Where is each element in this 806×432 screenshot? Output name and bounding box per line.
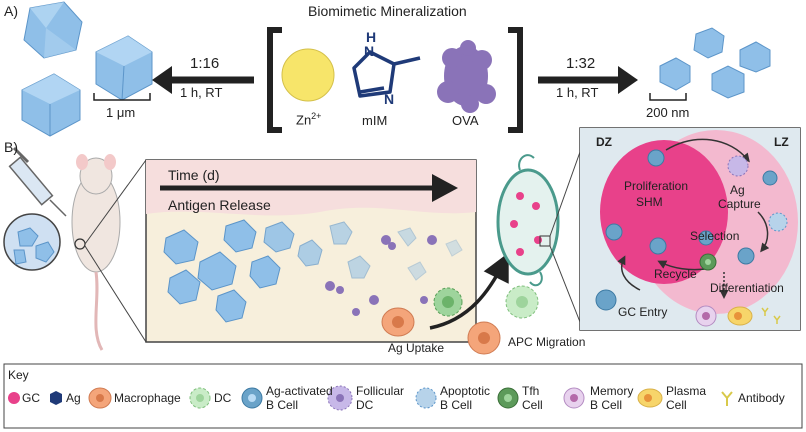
differentiation-label: Differentiation	[710, 281, 784, 295]
key-b-cell-label-1: Ag-activated	[266, 384, 333, 398]
key-box	[3, 363, 803, 429]
apc-migration-icon	[467, 285, 539, 355]
zn-text: Zn	[296, 112, 312, 128]
mouse-icon	[71, 154, 121, 351]
large-crystal-3	[21, 73, 81, 137]
dc-tissue-icon	[433, 287, 463, 317]
key-b-cell-icon	[241, 387, 263, 409]
bracket-left	[267, 27, 282, 133]
large-crystal-1	[23, 1, 83, 59]
mim-atom-h: H	[366, 29, 377, 45]
key-apop-label-1: Apoptotic	[440, 384, 491, 398]
recycle-label: Recycle	[654, 267, 697, 281]
dark-zone	[600, 140, 728, 284]
key-apop-label-2: B Cell	[440, 398, 473, 412]
key-macrophage-icon	[88, 387, 112, 409]
key-plasma-label-1: Plasma	[666, 384, 707, 398]
output-cells	[695, 305, 781, 327]
key-apoptotic-icon	[415, 387, 437, 409]
key-plasma-icon	[637, 388, 663, 408]
key-gc-icon	[8, 392, 20, 404]
key-fdc-label-2: DC	[356, 398, 374, 412]
key-mem-label-1: Memory	[590, 384, 634, 398]
zinc-ion-icon	[281, 48, 335, 102]
lymph-node-icon	[496, 154, 560, 287]
key-follicular-dc-icon	[327, 385, 353, 411]
panel-a-label: A)	[4, 3, 18, 19]
key-ag-label: Ag	[66, 391, 81, 405]
time-label: Time (d)	[168, 167, 220, 183]
right-scale: 200 nm	[646, 105, 690, 120]
key-b-cell-label-2: B Cell	[266, 398, 299, 412]
migration-arrow	[429, 252, 509, 330]
depot-crystals	[163, 219, 463, 323]
key-plasma-label-2: Cell	[666, 398, 687, 412]
proliferation-label: Proliferation	[624, 179, 689, 193]
key-mem-label-2: B Cell	[590, 398, 623, 412]
large-crystal-2	[95, 35, 153, 101]
ag-capture-label-1: Ag	[730, 183, 745, 197]
key-antibody-label: Antibody	[738, 391, 785, 405]
selection-label: Selection	[690, 229, 740, 243]
mim-atom-n1: N	[364, 43, 375, 59]
small-crystals	[659, 27, 771, 99]
apoptotic-cell-gc	[768, 212, 788, 232]
follicular-dc-gc	[727, 155, 749, 177]
left-scale: 1 μm	[106, 105, 136, 120]
key-memory-icon	[563, 387, 585, 409]
shm-label: SHM	[636, 195, 663, 209]
key-title: Key	[8, 368, 29, 382]
apc-migration-label: APC Migration	[508, 335, 586, 349]
key-tfh-label-1: Tfh	[522, 384, 540, 398]
ova-label: OVA	[452, 113, 479, 128]
key-dc-icon	[189, 387, 211, 409]
mim-label: mIM	[362, 113, 388, 128]
scale-bar-left	[93, 93, 151, 101]
key-antibody-icon	[721, 391, 733, 406]
panel-a-title: Biomimetic Mineralization	[308, 3, 467, 19]
gc-b-cells	[595, 149, 778, 311]
zn-sup: 2+	[311, 111, 322, 121]
ova-protein-icon	[437, 40, 496, 113]
key-macrophage-label: Macrophage	[114, 391, 181, 405]
scale-bar-right	[649, 93, 687, 101]
mim-atom-n2: N	[384, 91, 395, 107]
key-tfh-icon	[497, 387, 519, 409]
mim-molecule-icon	[352, 50, 421, 98]
key-fdc-label-1: Follicular	[356, 384, 405, 398]
panel-b-label: B)	[4, 139, 18, 155]
zn-label: Zn2+	[296, 111, 322, 128]
antigen-release-label: Antigen Release	[168, 197, 271, 213]
ag-uptake-label: Ag Uptake	[388, 341, 445, 355]
left-condition: 1 h, RT	[180, 85, 223, 100]
gc-entry-label: GC Entry	[618, 305, 668, 319]
key-tfh-label-2: Cell	[522, 398, 543, 412]
bracket-right	[508, 27, 523, 133]
key-ag-icon	[50, 391, 62, 405]
right-ratio: 1:32	[566, 55, 596, 72]
key-gc-label: GC	[22, 391, 40, 405]
released-antigen	[325, 235, 437, 316]
macrophage-uptake-icon	[381, 307, 415, 337]
tfh-cell-gc	[699, 253, 717, 271]
dz-label: DZ	[596, 135, 612, 149]
right-condition: 1 h, RT	[556, 85, 599, 100]
left-ratio: 1:16	[190, 55, 220, 72]
key-dc-label: DC	[214, 391, 232, 405]
syringe-icon	[8, 146, 67, 217]
lz-label: LZ	[774, 135, 789, 149]
ag-capture-label-2: Capture	[718, 197, 761, 211]
